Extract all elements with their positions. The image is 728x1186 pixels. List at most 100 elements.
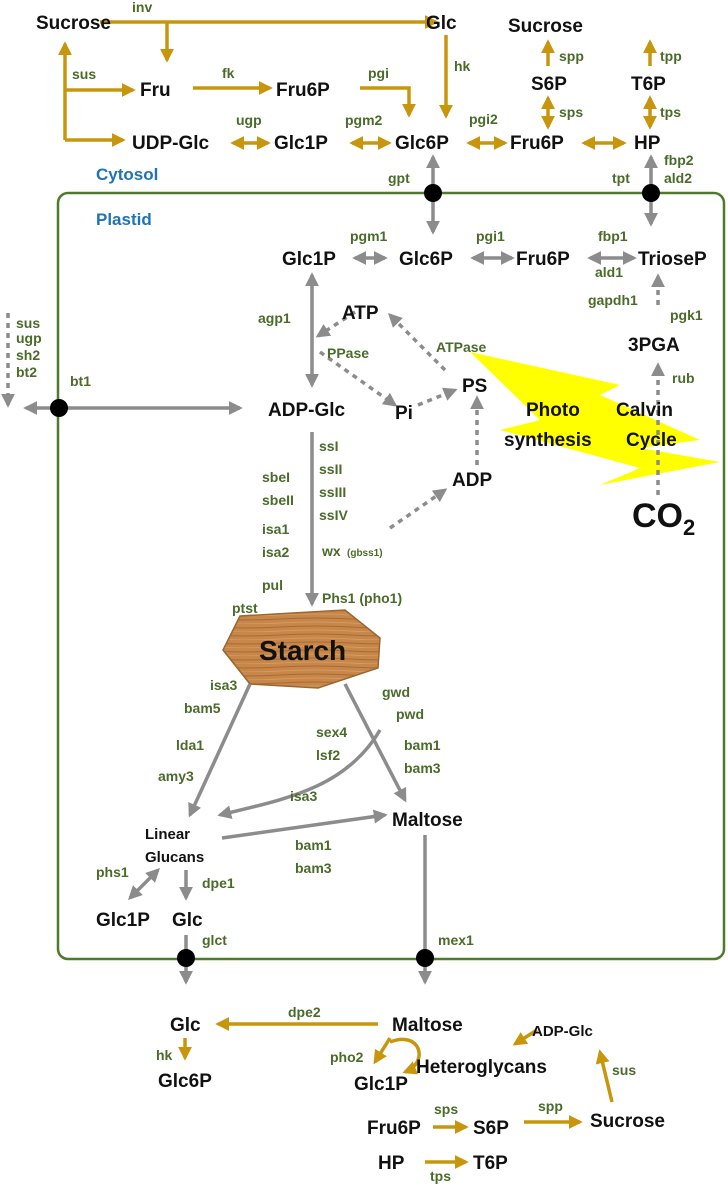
metabolite-3pga: 3PGA	[628, 335, 680, 356]
enzyme-spp-bottom: spp	[538, 1098, 563, 1114]
enzyme-bam1-b: bam1	[295, 837, 332, 853]
enzyme-bam3-a: bam3	[404, 760, 441, 776]
enzyme-ssii: ssII	[319, 461, 342, 477]
enzyme-atpase: ATPase	[436, 339, 487, 355]
co2-label-text: CO	[632, 497, 683, 535]
enzyme-sps-bottom: sps	[434, 1101, 458, 1117]
plastid-border	[56, 191, 726, 961]
arrow-wx-adp	[389, 488, 448, 530]
metabolite-glc1p-plastid: Glc1P	[282, 249, 336, 270]
enzyme-isa2: isa2	[262, 544, 289, 560]
enzyme-dpe2: dpe2	[288, 1004, 321, 1020]
enzyme-fbp2: fbp2	[664, 152, 694, 168]
enzyme-agp1: agp1	[258, 310, 291, 326]
enzyme-pgi2: pgi2	[469, 111, 498, 127]
arrow-adpglc-heteroglycans	[512, 1028, 538, 1046]
enzyme-lda1: lda1	[176, 737, 204, 753]
transporter-gpt	[424, 184, 442, 202]
enzyme-pgi1: pgi1	[476, 228, 505, 244]
enzyme-sus-left: sus	[16, 315, 40, 331]
enzyme-pul: pul	[262, 577, 283, 593]
arrow-pi-ps	[417, 387, 458, 407]
enzyme-lsf2: lsf2	[316, 747, 340, 763]
enzyme-dpe1: dpe1	[202, 875, 235, 891]
enzyme-gbss1: (gbss1)	[347, 548, 383, 559]
enzyme-sps-top: sps	[559, 104, 583, 120]
metabolite-fru6p-cytosol-bottom: Fru6P	[367, 1118, 421, 1139]
starch-label: Starch	[259, 635, 346, 666]
enzyme-pwd: pwd	[396, 706, 424, 722]
metabolite-maltose-cytosol: Maltose	[392, 1015, 463, 1036]
metabolite-maltose-plastid: Maltose	[392, 810, 463, 831]
metabolite-ps: PS	[462, 376, 487, 397]
enzyme-ssiii: ssIII	[319, 484, 346, 500]
enzyme-bam3-b: bam3	[295, 860, 332, 876]
enzyme-fbp1: fbp1	[598, 228, 628, 244]
enzyme-sus-top-left: sus	[72, 66, 96, 82]
enzyme-isa3-b: isa3	[290, 788, 317, 804]
enzyme-ptst: ptst	[232, 600, 258, 616]
metabolite-glc1p-cytosol: Glc1P	[274, 133, 328, 154]
metabolite-glc6p-cytosol-bottom: Glc6P	[158, 1071, 212, 1092]
transporter-glct	[177, 949, 195, 967]
arrow-pho2	[373, 1037, 392, 1065]
enzyme-phs1: phs1	[96, 864, 129, 880]
metabolite-adp: ADP	[452, 470, 492, 491]
metabolite-atp: ATP	[342, 303, 379, 324]
transporter-mex1	[416, 949, 434, 967]
metabolite-sucrose-cytosol-bottom: Sucrose	[590, 1111, 665, 1132]
metabolite-adp-glc-plastid: ADP-Glc	[268, 400, 346, 421]
starch-granule	[222, 609, 381, 689]
enzyme-tps-top: tps	[660, 104, 681, 120]
metabolite-fru6p-plastid: Fru6P	[516, 249, 570, 270]
co2-subscript: 2	[683, 515, 695, 540]
arrow-heteroglycan-cycle	[389, 1037, 421, 1075]
enzyme-amy3: amy3	[158, 768, 194, 784]
enzyme-phs1-pho1: Phs1 (pho1)	[322, 590, 402, 606]
metabolite-adp-glc-cytosol: ADP-Glc	[532, 1023, 593, 1040]
enzyme-spp-top: spp	[559, 48, 584, 64]
metabolite-glc1p-plastid-bottom: Glc1P	[96, 910, 150, 931]
arrow-atpase	[388, 313, 447, 372]
metabolite-t6p-cytosol-bottom: T6P	[473, 1153, 508, 1174]
arrow-sus-adpglc	[595, 1049, 614, 1103]
metabolite-s6p-cytosol-bottom: S6P	[473, 1118, 509, 1139]
metabolite-t6p-top: T6P	[631, 74, 666, 95]
enzyme-gpt: gpt	[388, 170, 410, 186]
enzyme-wx: wx	[321, 543, 341, 559]
enzyme-gwd: gwd	[382, 684, 410, 700]
enzyme-glct: glct	[202, 932, 227, 948]
enzyme-fk: fk	[222, 65, 235, 81]
enzyme-pgm2: pgm2	[345, 112, 383, 128]
metabolite-triosep: TrioseP	[638, 249, 707, 270]
metabolite-glc-top: Glc	[426, 13, 457, 34]
enzyme-ugp-left: ugp	[16, 330, 42, 346]
enzyme-isa3-a: isa3	[210, 677, 237, 693]
metabolite-linear-glucans-line2: Glucans	[145, 849, 204, 866]
metabolite-fru6p-top: Fru6P	[276, 80, 330, 101]
arrow-ppase-atp	[315, 310, 356, 338]
metabolite-fru: Fru	[140, 80, 171, 101]
metabolite-glc1p-cytosol-bottom: Glc1P	[354, 1074, 408, 1095]
enzyme-sbeii: sbeII	[262, 492, 294, 508]
photosynthesis-label-line1: Photo	[526, 400, 580, 421]
enzyme-ald1: ald1	[595, 264, 623, 280]
metabolite-glc-plastid-bottom: Glc	[172, 910, 203, 931]
enzyme-hk-bottom: hk	[156, 1047, 173, 1063]
arrow-isa3-maltose	[221, 809, 388, 840]
metabolite-sucrose-top-left: Sucrose	[36, 13, 111, 34]
metabolite-udp-glc: UDP-Glc	[132, 133, 210, 154]
metabolite-glc6p-cytosol: Glc6P	[395, 133, 449, 154]
metabolite-fru6p-cytosol: Fru6P	[510, 133, 564, 154]
enzyme-pgk1: pgk1	[670, 307, 703, 323]
photosynthesis-label-line2: synthesis	[504, 430, 592, 451]
enzyme-ssiv: ssIV	[319, 507, 348, 523]
enzyme-tpp: tpp	[660, 48, 682, 64]
enzyme-sh2: sh2	[16, 347, 40, 363]
enzyme-gapdh1: gapdh1	[588, 292, 638, 308]
metabolite-s6p-top: S6P	[531, 74, 567, 95]
enzyme-ppase: PPase	[327, 345, 369, 361]
metabolite-linear-glucans-line1: Linear	[145, 826, 190, 843]
plastid-label: Plastid	[96, 210, 152, 229]
